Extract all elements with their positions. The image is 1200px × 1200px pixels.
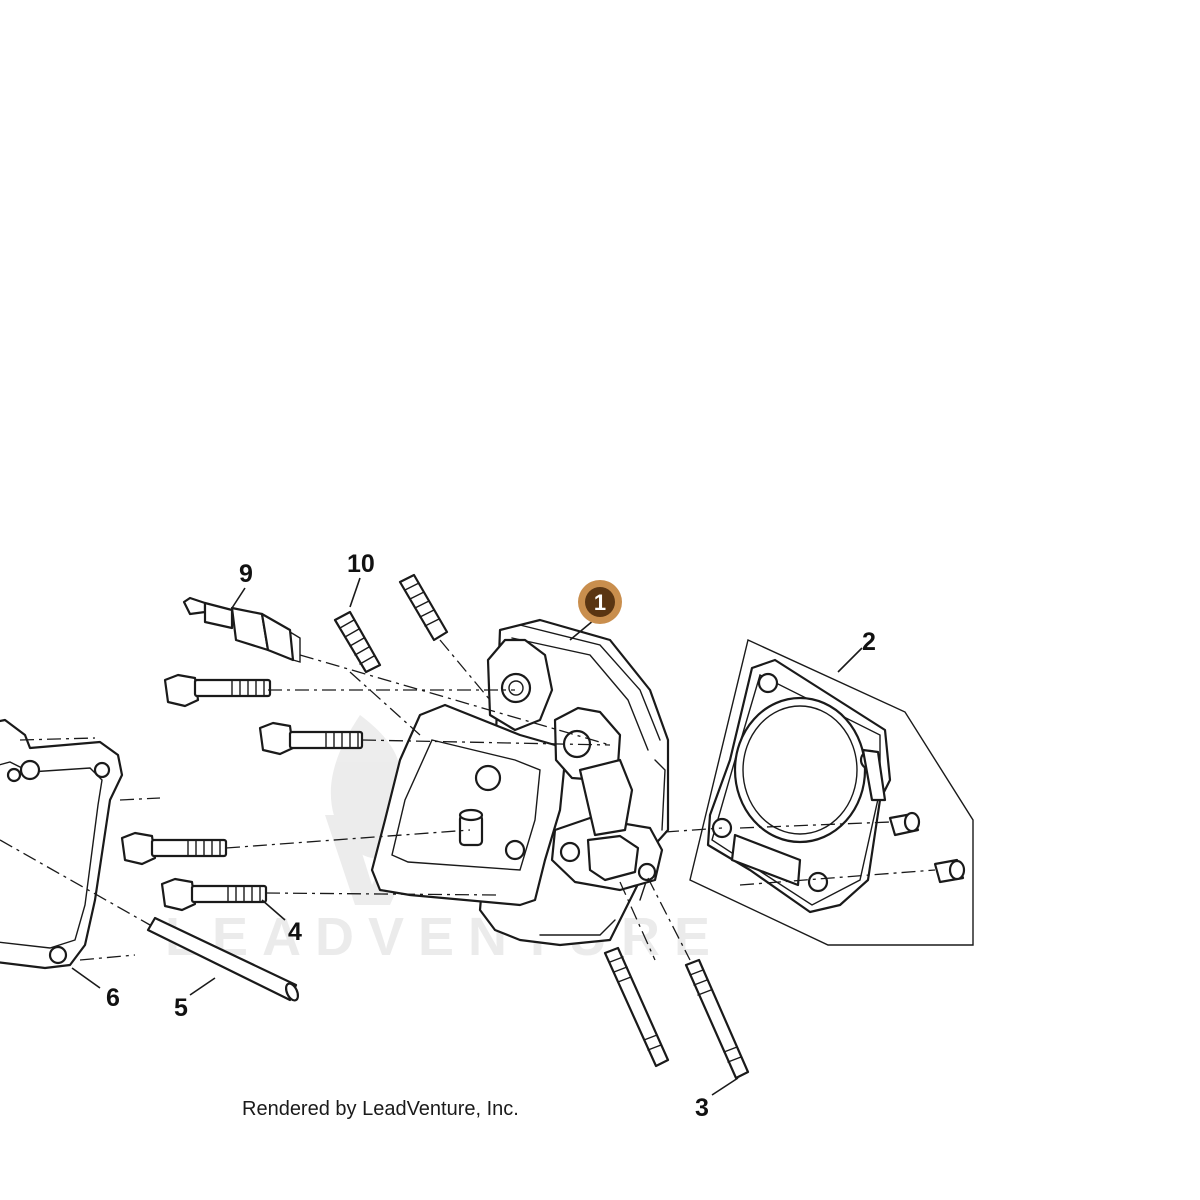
part-4-bolt-4 [160, 877, 268, 912]
part-9-spark-plug [182, 596, 301, 663]
callout-leaders [71, 577, 863, 1096]
dowel-pin-lower [933, 858, 966, 884]
callout-1-highlight-badge[interactable]: 1 [578, 580, 622, 624]
part-5-pushrod [146, 916, 300, 1002]
part-4-bolt-1 [163, 673, 272, 708]
callout-3-label[interactable]: 3 [695, 1094, 709, 1122]
part-3-stud-left [603, 946, 670, 1068]
part-2-head-gasket [689, 639, 974, 946]
part-10-stud-right [398, 573, 449, 642]
callout-6-label[interactable]: 6 [106, 984, 120, 1012]
callout-4-label[interactable]: 4 [288, 918, 302, 946]
part-4-bolt-3 [120, 831, 228, 866]
part-1-cylinder-head [370, 618, 670, 947]
part-3-stud-right [684, 958, 750, 1080]
part-4-bolt-2 [258, 721, 364, 756]
part-6-valve-cover [0, 718, 124, 970]
part-10-stud-left [333, 610, 382, 674]
alignment-leaders [0, 639, 936, 961]
dowel-pin-upper [888, 811, 921, 837]
watermark-text: LEADVENTURE [165, 907, 724, 967]
callout-5-label[interactable]: 5 [174, 994, 188, 1022]
callout-9-label[interactable]: 9 [239, 560, 253, 588]
render-credit: Rendered by LeadVenture, Inc. [242, 1098, 519, 1120]
callout-2-label[interactable]: 2 [862, 628, 876, 656]
callout-1-label: 1 [594, 590, 606, 615]
callout-10-label[interactable]: 10 [347, 550, 375, 578]
